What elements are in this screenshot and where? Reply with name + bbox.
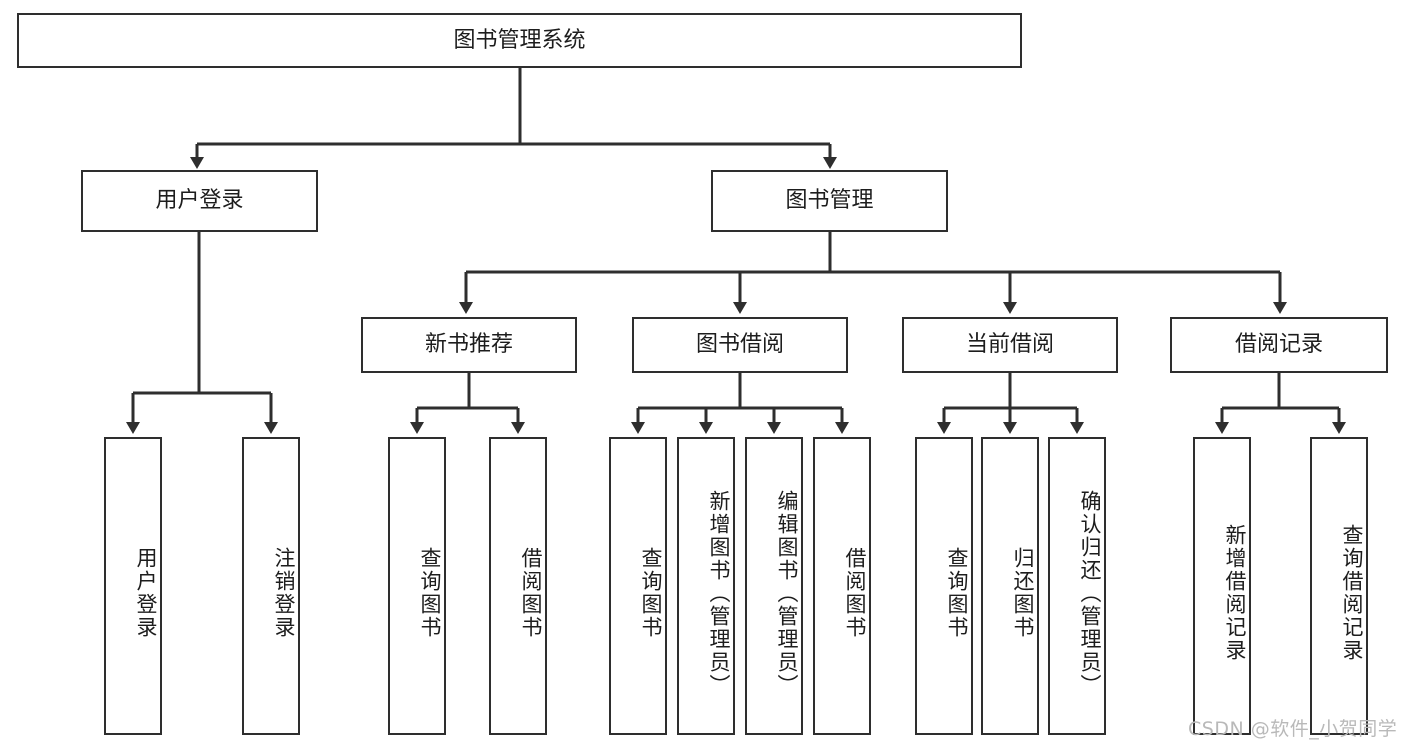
node-leaf-query-record-label: 查询借阅记录 [1340,524,1364,662]
node-leaf-add-book[interactable]: 新增图书（管理员） [677,437,735,735]
node-leaf-borrow-book-1-label: 借阅图书 [519,547,543,639]
node-leaf-return-book[interactable]: 归还图书 [981,437,1039,735]
node-user-login[interactable]: 用户登录 [81,170,318,232]
node-leaf-query-book-3[interactable]: 查询图书 [915,437,973,735]
node-leaf-add-record-label: 新增借阅记录 [1223,524,1247,662]
node-new-book-rec-label: 新书推荐 [424,332,513,358]
node-borrow-record[interactable]: 借阅记录 [1170,317,1388,373]
node-borrow-record-label: 借阅记录 [1234,332,1323,358]
node-leaf-confirm-return[interactable]: 确认归还（管理员） [1048,437,1106,735]
node-leaf-query-record[interactable]: 查询借阅记录 [1310,437,1368,735]
csdn-watermark: CSDN @软件_小贺同学 [1188,718,1398,740]
node-current-borrow[interactable]: 当前借阅 [902,317,1118,373]
node-leaf-borrow-book-2[interactable]: 借阅图书 [813,437,871,735]
node-leaf-confirm-return-label: 确认归还（管理员） [1078,489,1102,697]
node-leaf-user-login-label: 用户登录 [134,547,158,639]
node-leaf-add-book-label: 新增图书（管理员） [707,489,731,697]
node-book-manage-label: 图书管理 [785,188,874,214]
node-current-borrow-label: 当前借阅 [965,332,1054,358]
node-root-label: 图书管理系统 [453,27,586,53]
node-leaf-query-book-1[interactable]: 查询图书 [388,437,446,735]
node-user-login-label: 用户登录 [155,188,244,214]
node-leaf-edit-book-label: 编辑图书（管理员） [775,489,799,697]
node-leaf-add-record[interactable]: 新增借阅记录 [1193,437,1251,735]
node-leaf-query-book-2-label: 查询图书 [639,547,663,639]
node-leaf-borrow-book-2-label: 借阅图书 [843,547,867,639]
node-leaf-query-book-3-label: 查询图书 [945,547,969,639]
node-leaf-return-book-label: 归还图书 [1011,547,1035,639]
node-book-borrow-label: 图书借阅 [695,332,784,358]
node-leaf-logout-label: 注销登录 [272,547,296,639]
node-book-borrow[interactable]: 图书借阅 [632,317,848,373]
node-leaf-query-book-1-label: 查询图书 [418,547,442,639]
node-root[interactable]: 图书管理系统 [17,13,1022,68]
node-leaf-user-login[interactable]: 用户登录 [104,437,162,735]
node-leaf-borrow-book-1[interactable]: 借阅图书 [489,437,547,735]
node-book-manage[interactable]: 图书管理 [711,170,948,232]
node-new-book-rec[interactable]: 新书推荐 [361,317,577,373]
node-leaf-edit-book[interactable]: 编辑图书（管理员） [745,437,803,735]
node-leaf-query-book-2[interactable]: 查询图书 [609,437,667,735]
node-leaf-logout[interactable]: 注销登录 [242,437,300,735]
